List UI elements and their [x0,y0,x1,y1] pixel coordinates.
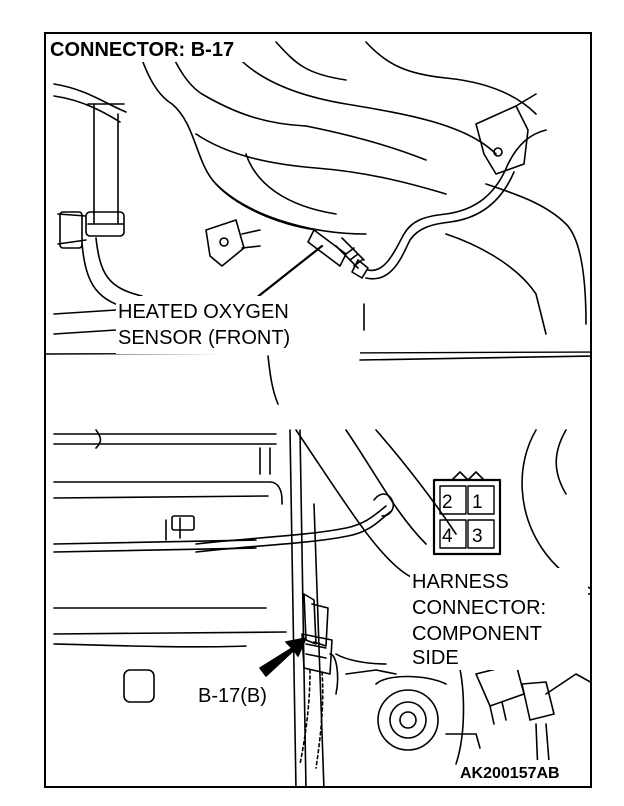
reference-code: AK200157AB [460,765,560,782]
engine-illustration: CONNECTOR: B-17 HEATED OXYGEN SENSOR (FR… [46,34,590,786]
connector-pinout [432,471,502,556]
harness-label-line2: CONNECTOR: [412,597,546,619]
harness-label-line1: HARNESS [412,571,509,593]
connector-pin-1: 1 [472,492,483,513]
connector-pin-4: 4 [442,526,453,547]
sensor-label-line1: HEATED OXYGEN [118,301,289,323]
connector-pin-2: 2 [442,492,453,513]
sensor-label-line2: SENSOR (FRONT) [118,327,290,349]
diagram-title: CONNECTOR: B-17 [50,39,234,61]
connector-pin-3: 3 [472,526,483,547]
connector-callout: B-17(B) [198,685,267,707]
diagram-frame: CONNECTOR: B-17 HEATED OXYGEN SENSOR (FR… [44,32,592,788]
harness-label-line3: COMPONENT [412,623,542,645]
harness-label-line4: SIDE [412,647,459,669]
